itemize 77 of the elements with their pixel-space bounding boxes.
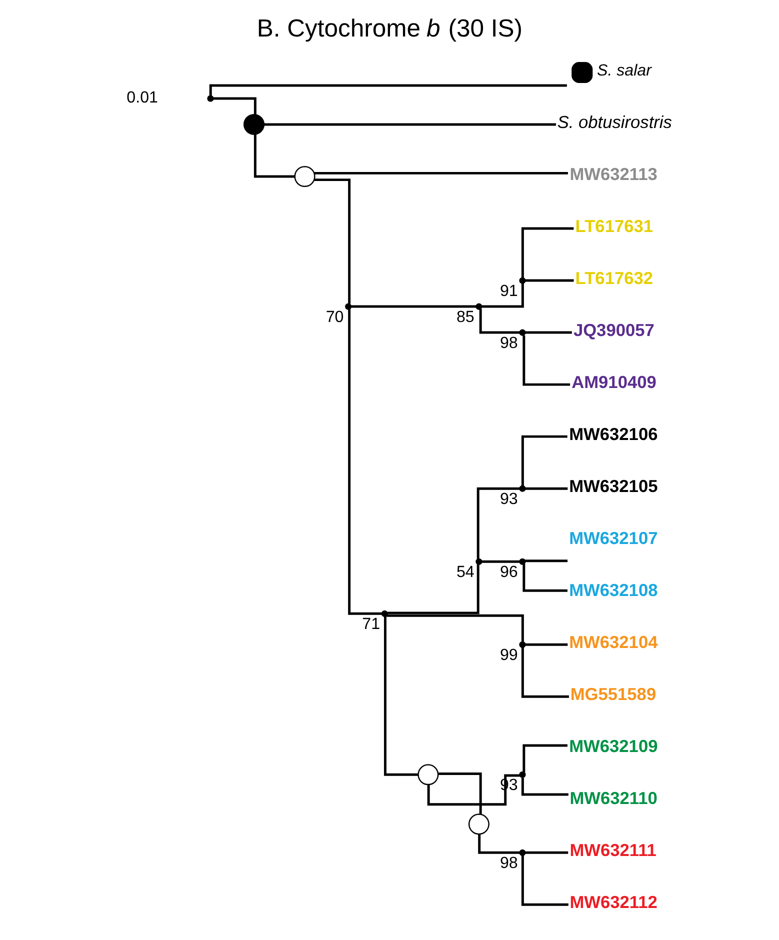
node-text: AM910409 [571, 372, 656, 392]
node-text: MW632106 [568, 424, 658, 444]
connector [314, 178, 350, 304]
node-label: 96 [499, 563, 518, 582]
node-text: MG551589 [570, 684, 656, 704]
node-label: 93 [499, 490, 518, 508]
node-point [518, 329, 526, 336]
connector [481, 560, 520, 563]
connector [208, 84, 566, 96]
node-label: 54 [456, 563, 474, 582]
connector [525, 851, 568, 854]
node-point [475, 303, 482, 310]
connector [525, 279, 574, 282]
connector [386, 614, 524, 642]
connector [314, 172, 568, 174]
node-label: S. salar [596, 61, 651, 80]
node-text: MW632112 [569, 892, 657, 912]
node-text: MW632104 [568, 632, 658, 652]
node-point [475, 558, 482, 565]
node-text: S. obtusirostris [556, 112, 672, 132]
connector [253, 134, 294, 178]
node-text: MW632110 [569, 788, 657, 808]
node-label: 85 [456, 308, 474, 326]
node-label: 98 [499, 854, 518, 872]
node-label: 71 [362, 615, 380, 634]
connector [350, 305, 476, 308]
node-point [380, 610, 388, 617]
node-point [344, 303, 352, 310]
node-point [518, 558, 526, 565]
node-text: LT617631 [574, 216, 653, 236]
node-text: MW632111 [569, 840, 656, 860]
node-label: 91 [499, 282, 518, 300]
connector [348, 309, 382, 615]
connector [476, 487, 520, 559]
node-text: LT617632 [574, 268, 653, 288]
node-label: 70 [325, 308, 344, 326]
connector [386, 564, 479, 614]
connector [525, 643, 568, 646]
connector [212, 97, 256, 114]
connector [478, 308, 520, 334]
connector [520, 778, 568, 796]
connector [522, 744, 567, 772]
connector [520, 855, 568, 906]
connector [263, 123, 556, 126]
connector [426, 774, 520, 806]
node-text: MW632108 [568, 580, 658, 600]
connector [383, 616, 418, 776]
connector [478, 834, 520, 854]
diagram-title: B. Cytochrome b (30 IS) [256, 16, 522, 43]
node-label: 98 [499, 334, 518, 352]
connector [520, 647, 568, 698]
label: 0.01 [126, 88, 158, 107]
node-point [518, 277, 526, 284]
connector [522, 564, 567, 592]
node-label: 99 [499, 646, 518, 664]
node-text: MW632105 [568, 476, 658, 496]
node-dot [242, 114, 264, 136]
node-text: MW632109 [568, 736, 658, 756]
node-point [518, 771, 526, 778]
connector [520, 227, 574, 278]
connector [525, 331, 572, 334]
connector [481, 283, 524, 308]
node-circle [417, 764, 438, 786]
connector [524, 560, 568, 562]
node-point [206, 95, 214, 102]
node-circle [468, 814, 489, 835]
node-point [518, 485, 526, 492]
node-circle [294, 166, 315, 188]
connector [525, 487, 568, 490]
node-point [518, 849, 526, 856]
connector [520, 435, 567, 486]
node-text: JQ390057 [572, 320, 654, 340]
node-text: MW632113 [569, 164, 657, 184]
node-text: MW632107 [568, 528, 658, 548]
connector [522, 335, 570, 386]
connector [438, 772, 482, 814]
node-point [518, 641, 526, 648]
